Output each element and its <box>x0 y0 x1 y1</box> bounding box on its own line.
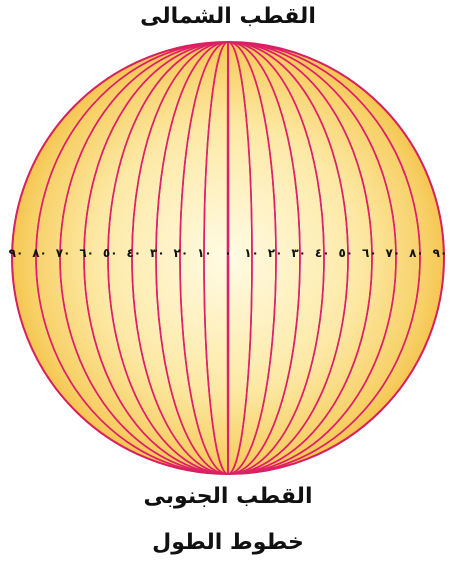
equator-degree-label: ٨٠ <box>409 246 424 260</box>
equator-degree-label: ٢٠ <box>174 246 189 260</box>
equator-degree-label: ٤٠ <box>315 246 330 260</box>
equator-degree-label: ٢٠ <box>268 246 283 260</box>
equator-degree-label: ٤٠ <box>126 246 141 260</box>
equator-degree-label: ٩٠ <box>433 246 448 260</box>
equator-degree-label: ٣٠ <box>291 246 306 260</box>
equator-degree-label: ٠ <box>224 246 231 260</box>
south-pole-label: القطب الجنوبى <box>0 484 456 509</box>
equator-degree-numbers: ٩٠ ٨٠ ٧٠ ٦٠ ٥٠ ٤٠ ٣٠ ٢٠ ١٠ ٠ ١٠ ٢٠ ٣٠ ٤٠ ٥٠ ٦٠ ٧٠ ٨٠ ٩٠ <box>8 246 448 270</box>
equator-degree-label: ٦٠ <box>362 246 377 260</box>
equator-degree-label: ٦٠ <box>79 246 94 260</box>
equator-degree-label: ٣٠ <box>150 246 165 260</box>
equator-degree-label: ٨٠ <box>32 246 47 260</box>
diagram-caption: خطوط الطول <box>0 530 456 555</box>
equator-degree-label: ٥٠ <box>103 246 118 260</box>
equator-degree-label: ٧٠ <box>386 246 401 260</box>
equator-degree-label: ١٠ <box>244 246 259 260</box>
equator-degree-label: ٥٠ <box>338 246 353 260</box>
equator-degree-label: ١٠ <box>197 246 212 260</box>
equator-degree-label: ٩٠ <box>9 246 24 260</box>
equator-degree-label: ٧٠ <box>56 246 71 260</box>
